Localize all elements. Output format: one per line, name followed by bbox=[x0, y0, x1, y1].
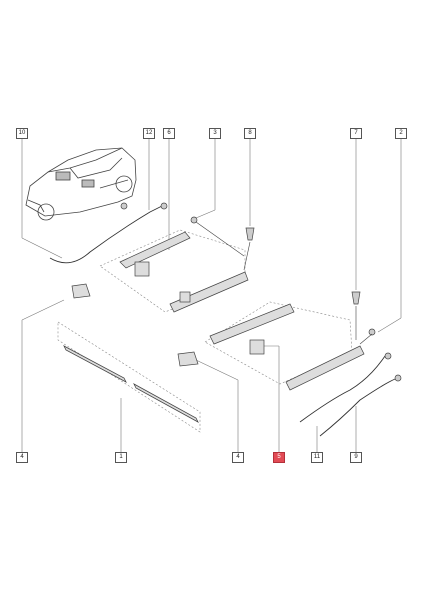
left-rail-assembly bbox=[71, 231, 249, 313]
callout-2: 2 bbox=[395, 128, 407, 139]
callout-4-right: 4 bbox=[232, 452, 244, 463]
callout-3: 3 bbox=[209, 128, 221, 139]
loose-rails bbox=[63, 345, 199, 423]
callout-4-left: 4 bbox=[16, 452, 28, 463]
callout-11: 11 bbox=[311, 452, 323, 463]
callout-7: 7 bbox=[350, 128, 362, 139]
leader-lines bbox=[21, 139, 402, 452]
right-rail-assembly bbox=[177, 303, 365, 391]
fasteners bbox=[120, 202, 402, 382]
callout-5-highlighted: 5 bbox=[273, 452, 285, 463]
wiring-harness bbox=[49, 205, 399, 437]
callout-10: 10 bbox=[16, 128, 28, 139]
car-illustration bbox=[25, 147, 137, 221]
callout-1: 1 bbox=[115, 452, 127, 463]
assembly-outlines bbox=[57, 229, 353, 433]
assembly-arrows bbox=[195, 221, 373, 345]
callout-6: 6 bbox=[163, 128, 175, 139]
callout-9: 9 bbox=[350, 452, 362, 463]
callout-12: 12 bbox=[143, 128, 155, 139]
callout-8: 8 bbox=[244, 128, 256, 139]
